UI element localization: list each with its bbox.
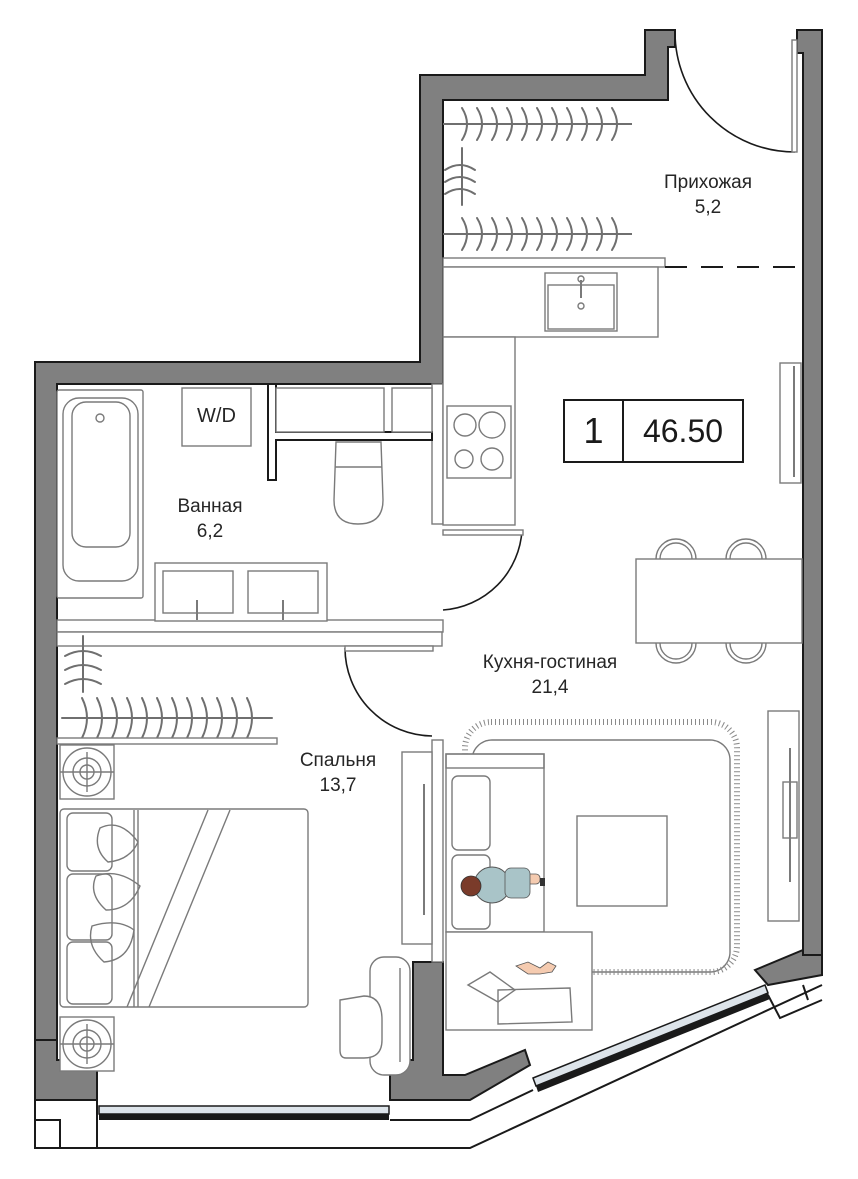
room-name: Кухня-гостиная (482, 652, 618, 673)
partition-hallway-shelf (442, 257, 666, 268)
balcony-right-stub (767, 984, 823, 1020)
wall-tv-kitchen (779, 362, 802, 484)
room-name: Ванная (177, 496, 243, 517)
partition-bedroom-living (431, 739, 444, 963)
room-label-bathroom: Ванная 6,2 (150, 494, 270, 544)
bathroom-fixtures (56, 387, 433, 622)
room-label-bedroom: Спальня 13,7 (278, 748, 398, 798)
desk-chair (339, 995, 383, 1059)
hallway-wardrobe (443, 107, 632, 251)
room-area: 5,2 (694, 197, 722, 218)
room-label-kitchen-living: Кухня-гостиная 21,4 (450, 650, 650, 700)
balcony-inner (35, 1089, 534, 1148)
dining-set (635, 362, 803, 664)
sofa (445, 753, 545, 933)
window-living-frame (536, 993, 770, 1092)
balcony-outline (34, 984, 823, 1149)
wall-north-hallway (34, 29, 676, 1061)
bedroom-door-leaf (344, 645, 434, 652)
window-bedroom-frame (99, 1114, 389, 1120)
window-bedroom (98, 1105, 390, 1115)
entrance-door-leaf (791, 39, 798, 153)
entrance-door-swing (674, 31, 796, 153)
room-area: 21,4 (531, 677, 569, 698)
partition-closet-bedroom (56, 631, 443, 647)
bathroom-door-leaf (442, 529, 524, 536)
walls (34, 29, 823, 1101)
washer-dryer-label: W/D (197, 405, 236, 427)
double-vanity (154, 562, 328, 622)
apartment-badge: 1 46.50 (563, 399, 744, 463)
toilet (333, 441, 384, 525)
partition-bath-bedroom (56, 619, 444, 633)
sofa-chaise (445, 931, 593, 1031)
toilet-tank-shelf (275, 387, 385, 433)
washer-dryer (181, 387, 252, 447)
bathroom-door-swing (442, 529, 523, 611)
partition-bath-kitchen (431, 383, 444, 525)
total-area: 46.50 (642, 412, 724, 449)
kitchen (442, 266, 659, 526)
windows (34, 984, 823, 1149)
room-name: Прихожая (663, 172, 753, 193)
room-name: Спальня (299, 750, 377, 771)
cat-figure (515, 961, 557, 975)
bedroom-wardrobe (61, 635, 273, 739)
bedroom-door-swing (344, 647, 433, 737)
dining-table (635, 558, 803, 644)
room-label-hallway: Прихожая 5,2 (628, 170, 788, 220)
coffee-table (576, 815, 668, 907)
living-area (445, 710, 800, 1031)
room-count: 1 (565, 401, 624, 461)
wall-south-middle (389, 961, 532, 1101)
wardrobe-shelf (56, 737, 278, 745)
person-figure (460, 866, 545, 904)
shelf-niche (391, 387, 433, 433)
bedroom-tv (401, 751, 433, 945)
bedroom-furniture (56, 635, 433, 1076)
wall-east (796, 29, 823, 976)
room-area: 13,7 (319, 775, 357, 796)
wall-east-jog (753, 948, 823, 987)
doors (344, 31, 798, 737)
room-area: 6,2 (196, 521, 224, 542)
